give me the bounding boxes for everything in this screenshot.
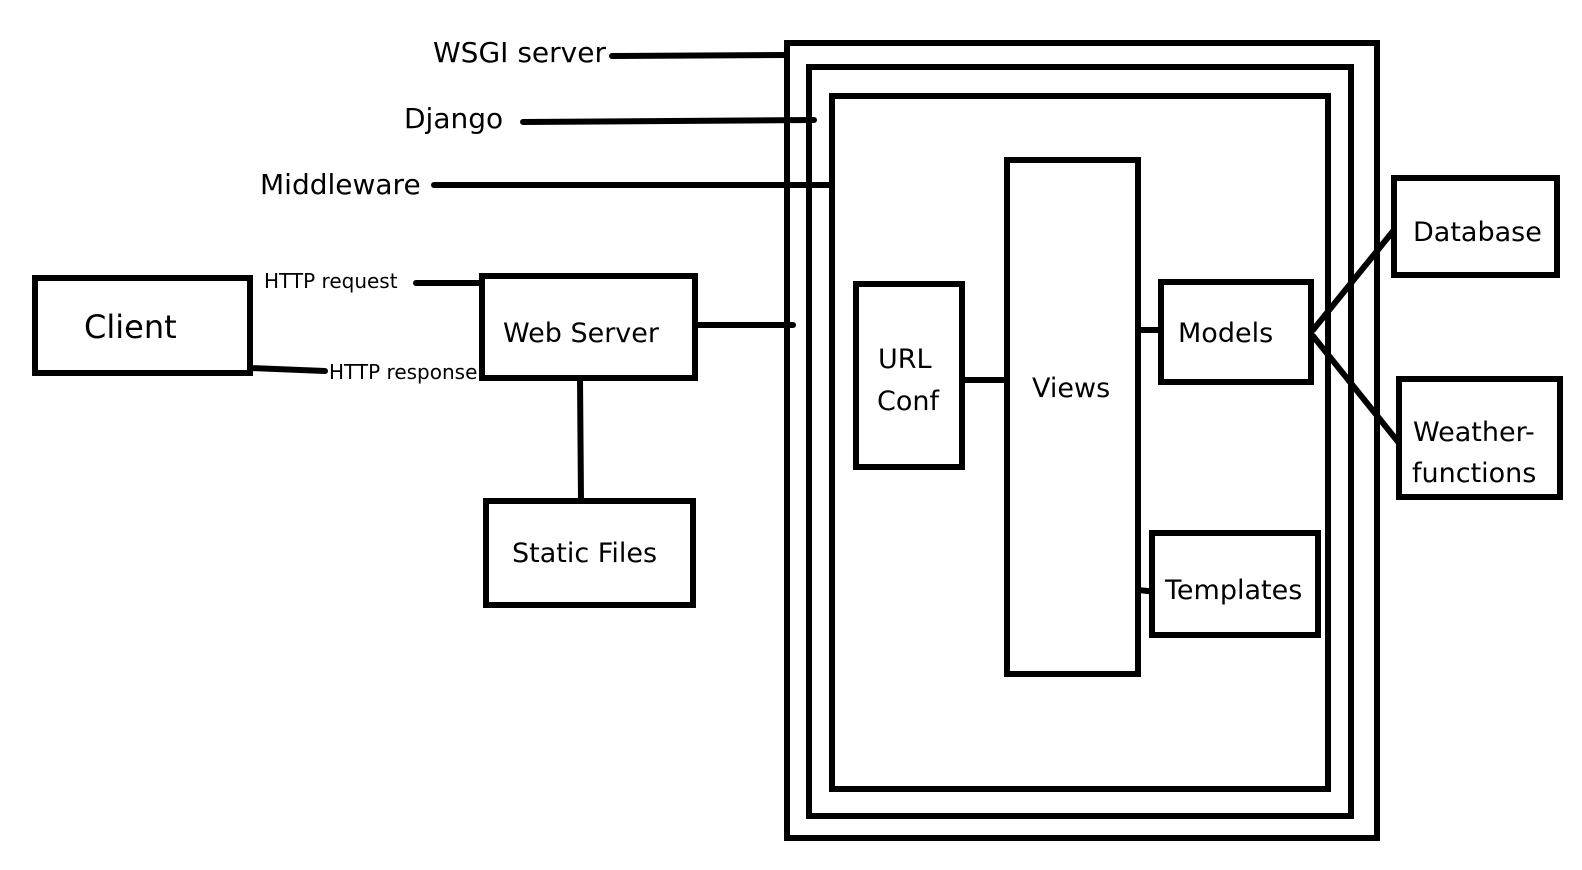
database-box (1391, 175, 1560, 278)
models-to-weather-line (1310, 333, 1402, 446)
web-server-label: Web Server (503, 318, 660, 349)
middleware-label: Middleware (260, 168, 421, 201)
http-response-line (247, 365, 328, 374)
templates-label: Templates (1164, 575, 1302, 606)
http-response-label: HTTP response (329, 360, 477, 384)
url-conf-label-line-2: Conf (877, 386, 940, 417)
static-files-label: Static Files (512, 538, 657, 569)
database-label: Database (1413, 217, 1542, 248)
django-label: Django (404, 102, 503, 135)
models-to-database-line (1310, 227, 1397, 333)
web-server-box (479, 273, 698, 381)
weather-functions-label-line-2: functions (1412, 458, 1536, 489)
static-files-box (483, 498, 696, 608)
weather-functions-label-line-1: Weather- (1413, 417, 1535, 448)
weather-functions-box (1396, 376, 1563, 500)
webserver-to-static-line (577, 375, 584, 504)
models-box (1158, 279, 1314, 385)
views-label: Views (1032, 373, 1110, 404)
django-leader-line (520, 117, 817, 125)
client-box (32, 275, 253, 376)
models-label: Models (1178, 318, 1273, 349)
wsgi-leader-line (609, 52, 790, 59)
http-request-label: HTTP request (264, 269, 398, 293)
wsgi-server-label: WSGI server (433, 36, 606, 69)
templates-box (1149, 530, 1321, 638)
client-label: Client (84, 308, 177, 346)
url-conf-label-line-1: URL (878, 344, 932, 375)
views-box (1004, 157, 1141, 677)
url-conf-box (853, 281, 965, 470)
